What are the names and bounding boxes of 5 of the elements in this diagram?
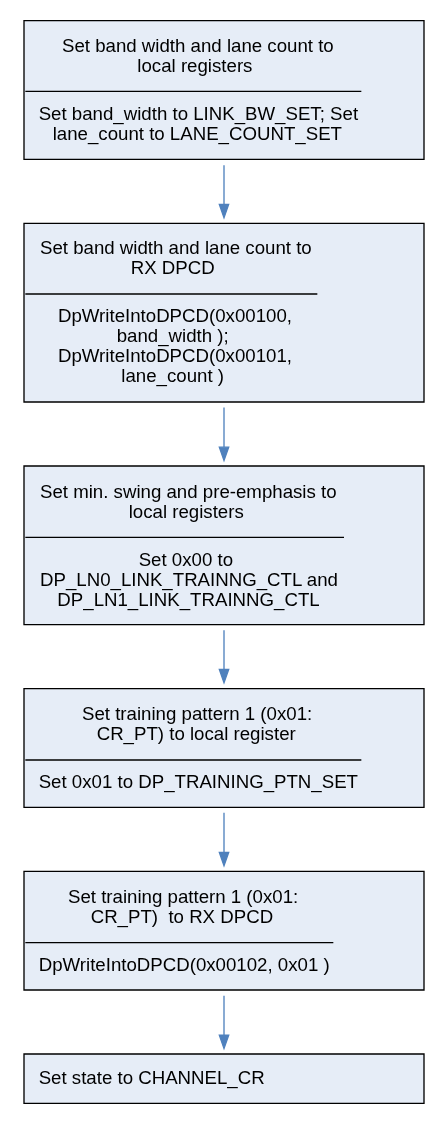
arrow xyxy=(218,406,230,463)
arrow xyxy=(218,629,230,685)
arrow xyxy=(218,164,230,220)
arrow xyxy=(218,995,230,1051)
arrow xyxy=(218,812,230,868)
